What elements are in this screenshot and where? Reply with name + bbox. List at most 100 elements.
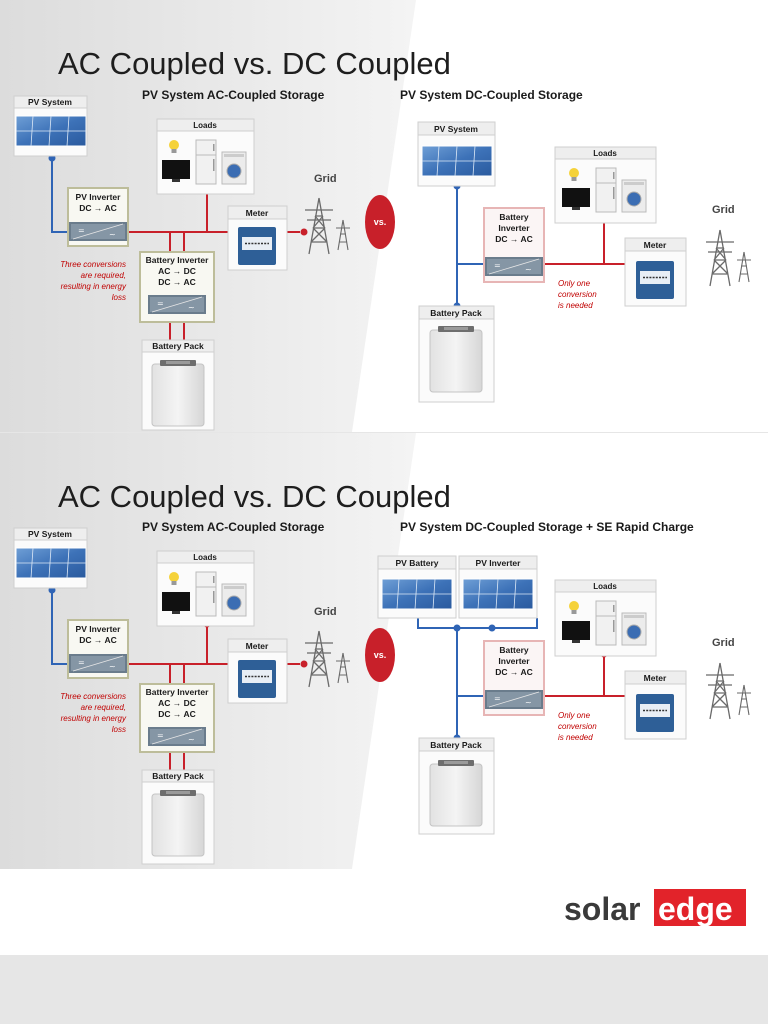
- battery-inverter-label-2: Inverter: [498, 656, 530, 666]
- slide-1-ac-subtitle: PV System AC-Coupled Storage: [142, 88, 325, 102]
- slide-2-dc-note: Only one conversion is needed: [558, 711, 597, 742]
- battery-inverter-dcac: DC → AC: [158, 277, 195, 287]
- battery-inverter-acdc: AC → DC: [158, 266, 196, 276]
- pv-inverter-label: PV Inverter: [76, 192, 122, 202]
- loads-label: Loads: [593, 582, 617, 591]
- meter-icon: [635, 260, 675, 300]
- solar-panel-icon: [381, 578, 453, 610]
- battery-inverter-label: Battery Inverter: [146, 687, 210, 697]
- pv-inverter-conversion: DC → AC: [79, 635, 116, 645]
- slide-1-dc-battery-pack: Battery Pack: [418, 305, 495, 403]
- inverter-icon: [147, 294, 207, 315]
- svg-text:resulting in energy: resulting in energy: [61, 282, 127, 291]
- inverter-icon: [147, 726, 207, 747]
- svg-text:Only one: Only one: [558, 711, 591, 720]
- svg-text:is needed: is needed: [558, 733, 593, 742]
- slide-1-ac-battery-inverter: Battery Inverter AC → DC DC → AC: [139, 251, 215, 323]
- slide-1-ac-pv-system: PV System: [13, 95, 88, 157]
- battery-pack-label: Battery Pack: [430, 308, 482, 318]
- svg-text:vs.: vs.: [374, 217, 387, 227]
- meter-label: Meter: [246, 641, 269, 651]
- battery-icon: [429, 325, 483, 393]
- battery-pack-label: Battery Pack: [152, 771, 204, 781]
- battery-inverter-conversion: DC → AC: [495, 234, 532, 244]
- loads-label: Loads: [193, 553, 217, 562]
- slide-2-ac-note: Three conversions are required, resultin…: [60, 692, 127, 734]
- battery-inverter-label: Battery Inverter: [146, 255, 210, 265]
- slide-1-ac-meter: Meter: [227, 205, 288, 271]
- meter-label: Meter: [644, 240, 667, 250]
- slide-2-dc-subtitle: PV System DC-Coupled Storage + SE Rapid …: [400, 520, 694, 534]
- slide-2-dc-grid-label: Grid: [712, 637, 735, 649]
- svg-text:Three conversions: Three conversions: [60, 260, 126, 269]
- pv-inverter-conversion: DC → AC: [79, 203, 116, 213]
- meter-icon: [237, 659, 277, 699]
- pv-system-label: PV System: [28, 97, 72, 107]
- svg-text:conversion: conversion: [558, 290, 597, 299]
- logo-box: [654, 889, 746, 926]
- svg-text:loss: loss: [112, 725, 126, 734]
- inverter-icon: [484, 256, 544, 277]
- solar-panel-icon: [15, 115, 87, 147]
- slide-1-ac-loads: Loads: [156, 118, 255, 195]
- slide-1-dc-pv-system: PV System: [417, 121, 496, 187]
- meter-label: Meter: [644, 673, 667, 683]
- battery-inverter-conversion: DC → AC: [495, 667, 532, 677]
- battery-inverter-label: Battery: [499, 645, 529, 655]
- solar-panel-icon: [421, 145, 493, 177]
- slide-2-ac-subtitle: PV System AC-Coupled Storage: [142, 520, 325, 534]
- slide-1-ac-grid-label: Grid: [314, 173, 337, 185]
- slide-1-dc-note: Only one conversion is needed: [558, 279, 597, 310]
- svg-text:Three conversions: Three conversions: [60, 692, 126, 701]
- slide-1-ac-pv-inverter: PV Inverter DC → AC: [67, 187, 129, 247]
- solaredge-logo: solar edge: [564, 889, 746, 927]
- svg-text:Only one: Only one: [558, 279, 591, 288]
- logo-edge-text: edge: [658, 891, 733, 927]
- pv-inverter-label: PV Inverter: [76, 624, 122, 634]
- loads-label: Loads: [193, 121, 217, 130]
- battery-inverter-label-2: Inverter: [498, 223, 530, 233]
- svg-text:is needed: is needed: [558, 301, 593, 310]
- battery-pack-label: Battery Pack: [430, 740, 482, 750]
- slide-1-ac-battery-pack: Battery Pack: [141, 339, 215, 431]
- inverter-icon: [68, 221, 128, 242]
- slide-2-dc-meter: Meter: [624, 670, 687, 740]
- battery-icon: [151, 359, 205, 427]
- battery-inverter-label: Battery: [499, 212, 529, 222]
- battery-pack-label: Battery Pack: [152, 341, 204, 351]
- battery-icon: [151, 789, 205, 857]
- solar-panel-icon: [15, 547, 87, 579]
- meter-icon: [237, 226, 277, 266]
- battery-inverter-dcac: DC → AC: [158, 709, 195, 719]
- svg-text:vs.: vs.: [374, 650, 387, 660]
- slide-2-dc-battery-inverter: Battery Inverter DC → AC: [483, 640, 545, 716]
- battery-inverter-acdc: AC → DC: [158, 698, 196, 708]
- slide-2-ac-pv-system: PV System: [13, 527, 88, 589]
- slide-1-dc-subtitle: PV System DC-Coupled Storage: [400, 88, 583, 102]
- inverter-icon: [484, 689, 544, 710]
- slide-2-ac-battery-inverter: Battery Inverter AC → DC DC → AC: [139, 683, 215, 753]
- loads-label: Loads: [593, 149, 617, 158]
- slide-2-ac-battery-pack: Battery Pack: [141, 769, 215, 865]
- slide-2-ac-meter: Meter: [227, 638, 288, 704]
- pv-battery-label: PV Battery: [396, 558, 439, 568]
- svg-text:loss: loss: [112, 293, 126, 302]
- slide-2-vs-badge: vs.: [365, 628, 395, 682]
- slide-2-ac-pv-inverter: PV Inverter DC → AC: [67, 619, 129, 679]
- slide-1-dc-battery-inverter: Battery Inverter DC → AC: [483, 207, 545, 283]
- solar-panel-icon: [462, 578, 534, 610]
- slide-2-title: AC Coupled vs. DC Coupled: [58, 479, 451, 514]
- pv-system-label: PV System: [434, 124, 478, 134]
- svg-text:resulting in energy: resulting in energy: [61, 714, 127, 723]
- slide-1-dc-grid-label: Grid: [712, 204, 735, 216]
- slide-2-dc-battery-pack: Battery Pack: [418, 737, 495, 835]
- logo-solar-text: solar: [564, 891, 640, 927]
- pv-system-label: PV System: [28, 529, 72, 539]
- slide-2-ac-grid-label: Grid: [314, 606, 337, 618]
- pv-inverter-label: PV Inverter: [476, 558, 522, 568]
- battery-icon: [429, 759, 483, 827]
- slide-1-ac-note: Three conversions are required, resultin…: [60, 260, 127, 302]
- inverter-icon: [68, 653, 128, 674]
